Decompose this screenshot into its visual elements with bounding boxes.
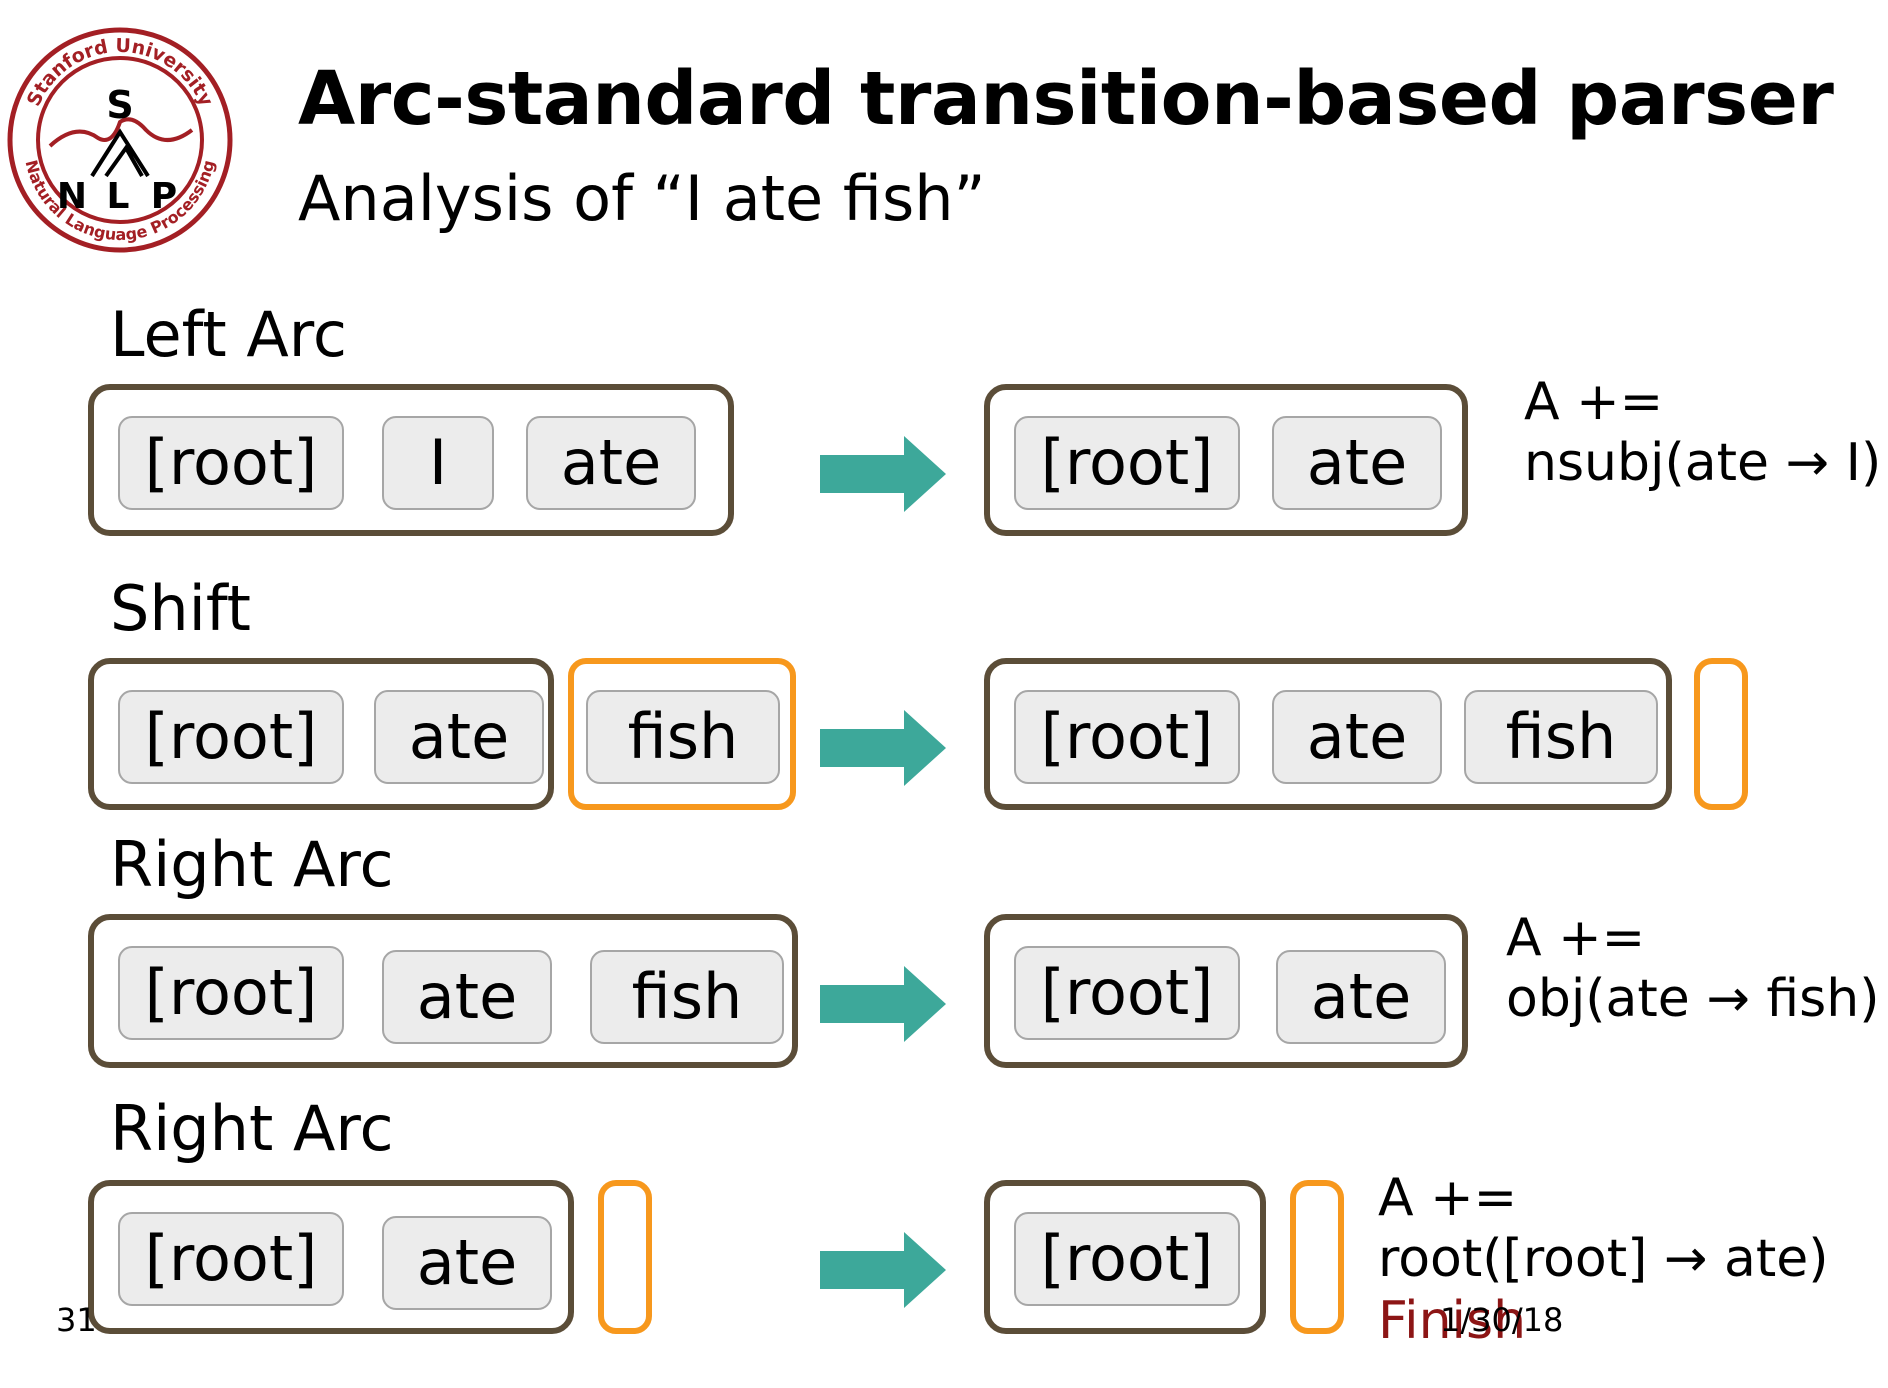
step-1-after-stack: [root] ate	[984, 384, 1468, 536]
token: fish	[586, 690, 780, 784]
svg-text:P: P	[151, 176, 177, 217]
token: ate	[374, 690, 544, 784]
token: ate	[1272, 690, 1442, 784]
finish-label: Finish	[1378, 1290, 1527, 1351]
svg-text:S: S	[106, 83, 133, 127]
note-line: obj(ate → fish)	[1506, 969, 1880, 1030]
token: ate	[382, 950, 552, 1044]
step-4-after-stack: [root]	[984, 1180, 1266, 1334]
step-2-label: Shift	[110, 572, 251, 645]
step-2-after-stack: [root] ate fish	[984, 658, 1672, 810]
step-4-arc-note: A += root([root] → ate) Finish	[1378, 1168, 1829, 1352]
step-2-before-stack: [root] ate	[88, 658, 554, 810]
stanford-nlp-logo: Stanford University Natural Language Pro…	[6, 26, 234, 254]
token: fish	[1464, 690, 1658, 784]
slide-title: Arc-standard transition-based parser	[298, 56, 1834, 142]
step-4-before-buffer-empty	[598, 1180, 652, 1334]
step-4-after-buffer-empty	[1290, 1180, 1344, 1334]
token: ate	[526, 416, 696, 510]
token: [root]	[118, 1212, 344, 1306]
page-number: 31	[56, 1301, 97, 1339]
step-2-after-buffer-empty	[1694, 658, 1748, 810]
step-3-after-stack: [root] ate	[984, 914, 1468, 1068]
token: [root]	[1014, 690, 1240, 784]
token: [root]	[1014, 946, 1240, 1040]
token: [root]	[1014, 1212, 1240, 1306]
transition-arrow	[820, 1232, 946, 1308]
token: I	[382, 416, 494, 510]
step-3-label: Right Arc	[110, 828, 394, 901]
step-1-label: Left Arc	[110, 298, 347, 371]
svg-text:N: N	[57, 176, 87, 217]
step-1-arc-note: A += nsubj(ate → I)	[1524, 372, 1881, 495]
token: [root]	[118, 690, 344, 784]
step-3-before-stack: [root] ate fish	[88, 914, 798, 1068]
note-line: A +=	[1378, 1168, 1518, 1228]
slide-date: 1/30/18	[1440, 1301, 1564, 1339]
transition-arrow	[820, 710, 946, 786]
step-2-before-buffer: fish	[568, 658, 796, 810]
token: [root]	[118, 946, 344, 1040]
step-1-before-stack: [root] I ate	[88, 384, 734, 536]
note-line: root([root] → ate)	[1378, 1229, 1829, 1290]
svg-text:L: L	[107, 176, 130, 217]
step-4-before-stack: [root] ate	[88, 1180, 574, 1334]
token: [root]	[1014, 416, 1240, 510]
slide-subtitle: Analysis of “I ate fish”	[298, 162, 986, 235]
token: ate	[1276, 950, 1446, 1044]
token: fish	[590, 950, 784, 1044]
token: [root]	[118, 416, 344, 510]
step-4-label: Right Arc	[110, 1092, 394, 1165]
token: ate	[1272, 416, 1442, 510]
step-3-arc-note: A += obj(ate → fish)	[1506, 908, 1880, 1031]
note-line: A +=	[1524, 372, 1664, 432]
note-line: nsubj(ate → I)	[1524, 433, 1882, 494]
transition-arrow	[820, 966, 946, 1042]
transition-arrow	[820, 436, 946, 512]
token: ate	[382, 1216, 552, 1310]
note-line: A +=	[1506, 908, 1646, 968]
